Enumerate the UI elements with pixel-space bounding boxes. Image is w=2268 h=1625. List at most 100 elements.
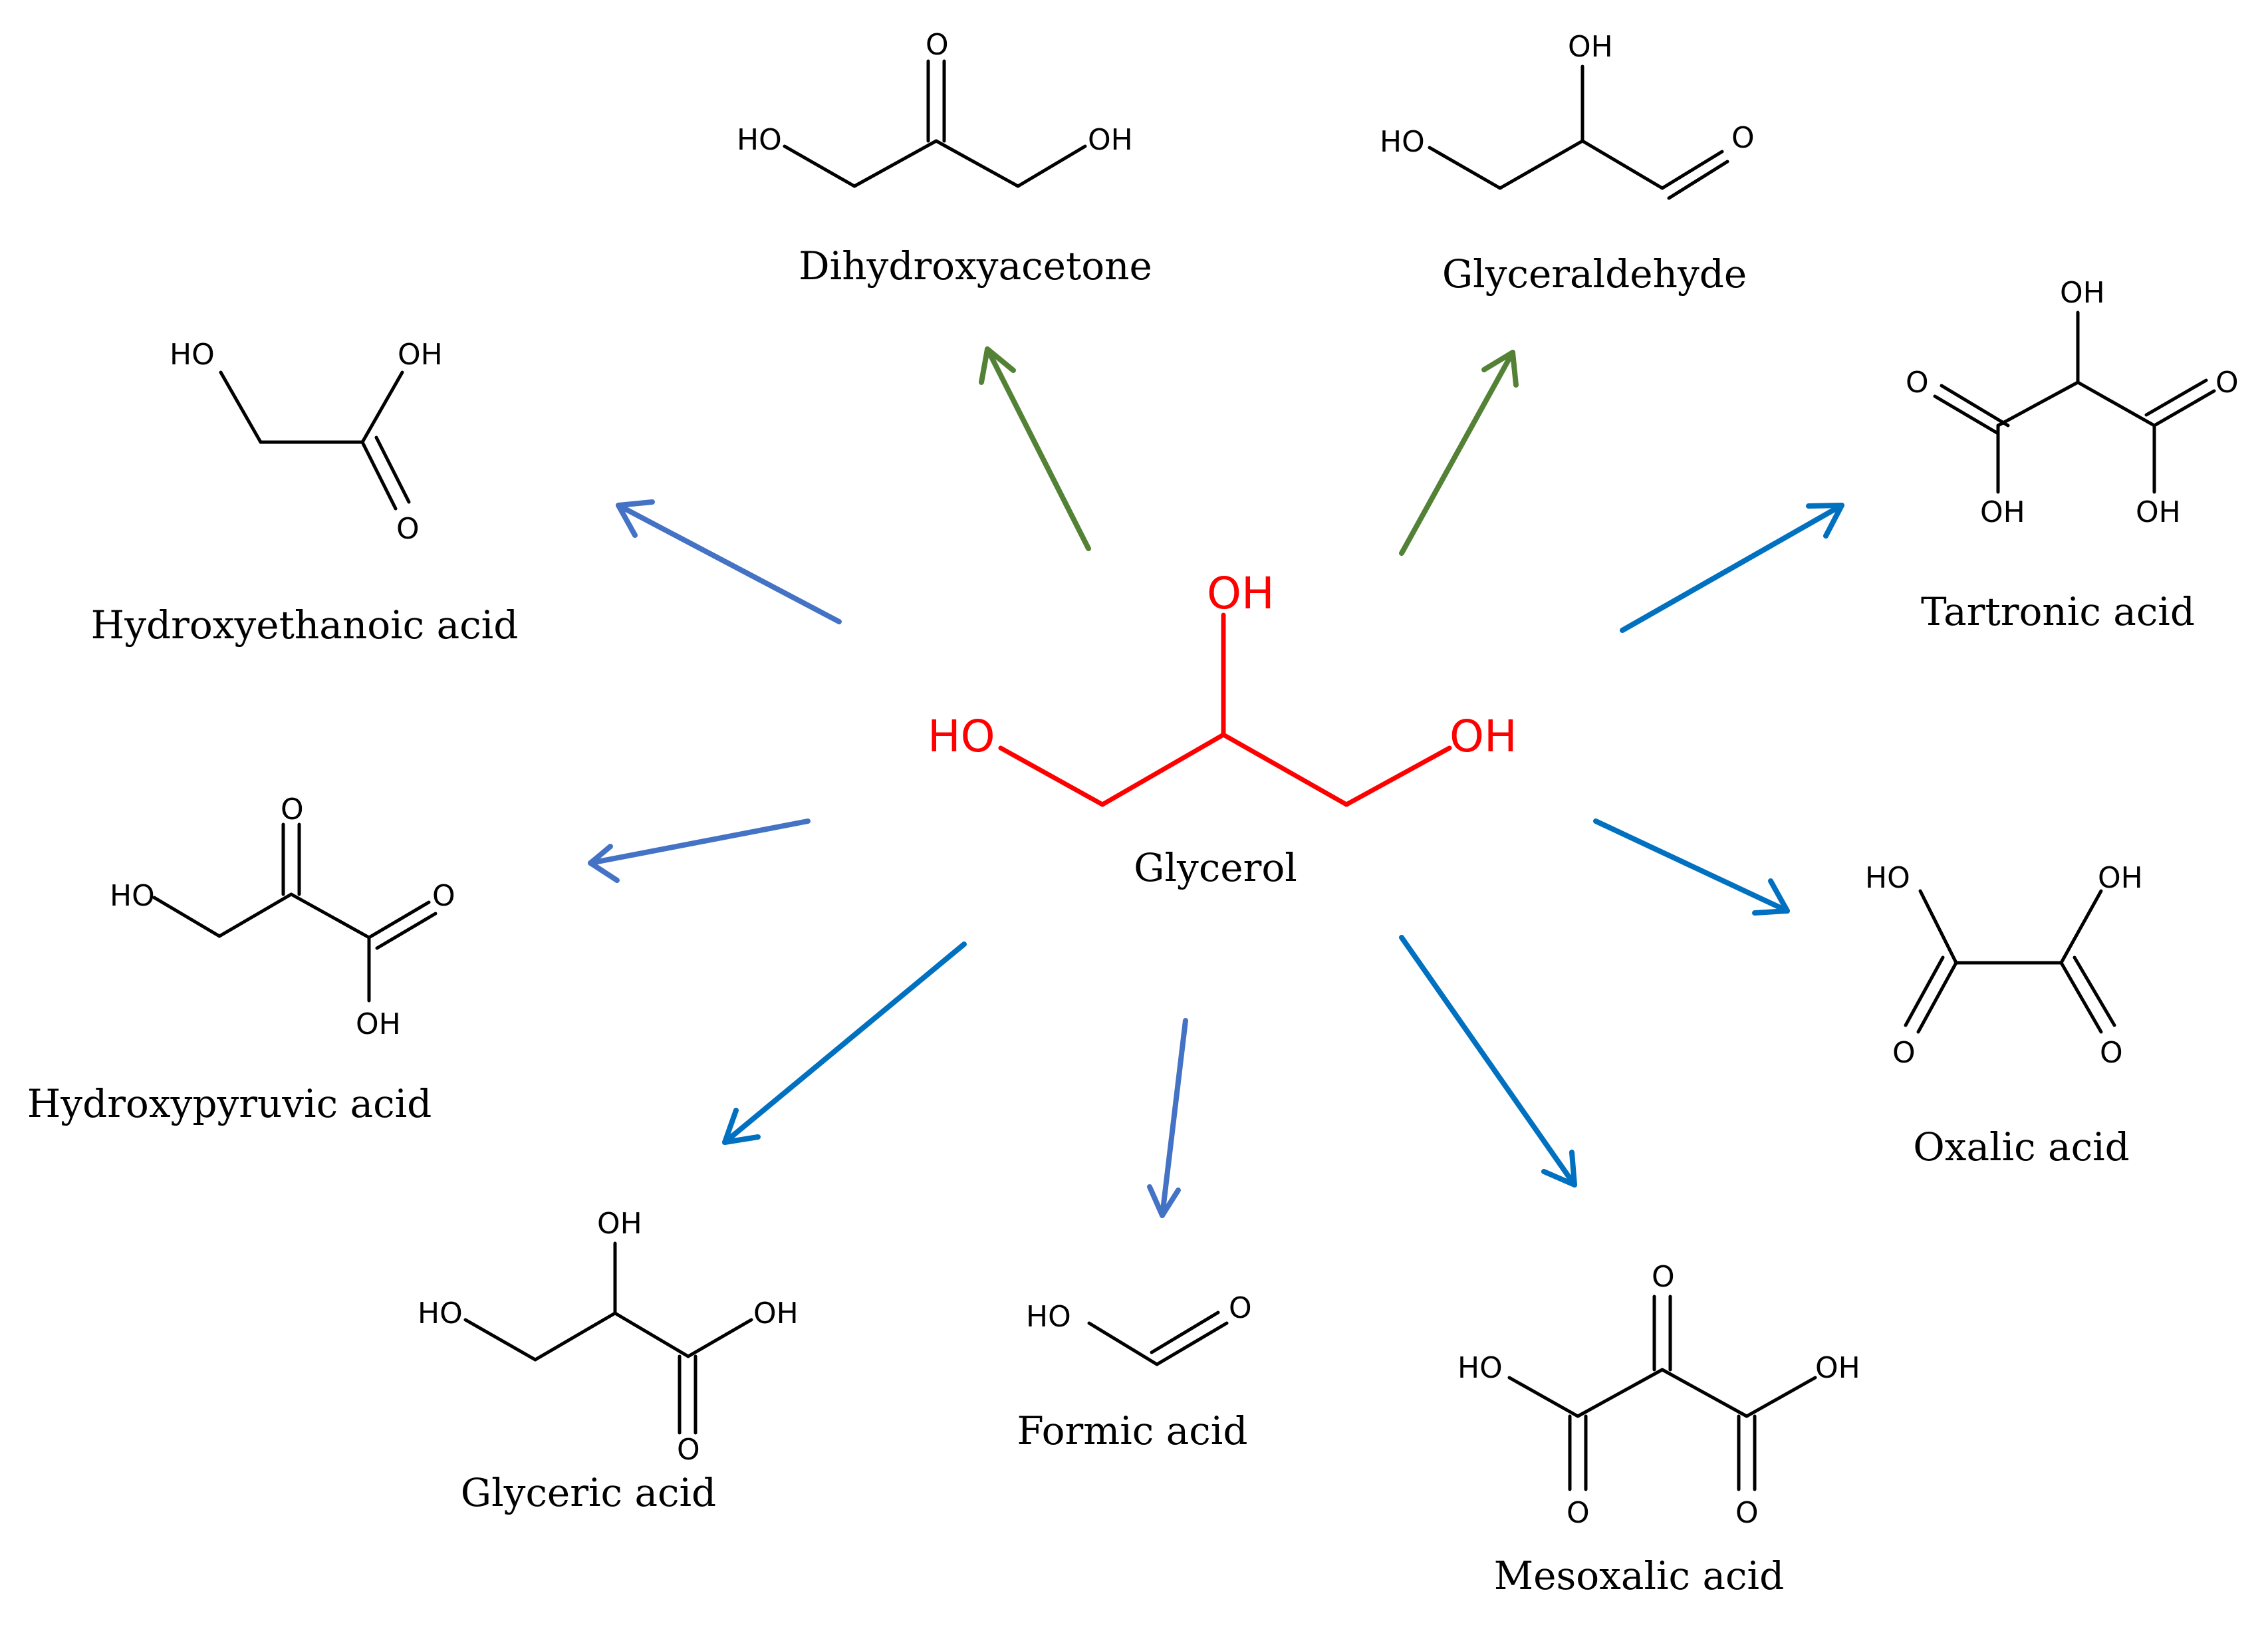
- arrowhead: [979, 346, 1016, 385]
- glyceraldehyde-label: Glyceraldehyde: [1442, 251, 1747, 297]
- atom-oh: OH: [1980, 495, 2025, 529]
- atom-o: O: [281, 793, 304, 826]
- atom-o: O: [1731, 121, 1755, 155]
- mesoxalic-acid-label: Mesoxalic acid: [1494, 1553, 1784, 1598]
- bond: [219, 370, 263, 444]
- arrow-to-hydroxypyruvic-acid: [588, 818, 811, 883]
- bond: [1940, 384, 2010, 428]
- bond: [1507, 1376, 1580, 1418]
- atom-o: O: [432, 879, 455, 913]
- atom-o: O: [1229, 1291, 1252, 1325]
- atom-ho: HO: [170, 338, 215, 372]
- arrow-to-hydroxyethanoic-acid: [616, 499, 842, 624]
- arrow-shaft: [616, 503, 842, 624]
- arrow-shaft: [1593, 818, 1790, 914]
- bond: [2059, 961, 2103, 1034]
- atom-ho: HO: [737, 123, 782, 157]
- bond: [2059, 889, 2103, 965]
- bond: [1576, 1368, 1664, 1418]
- bond: [2073, 955, 2116, 1027]
- bond: [2076, 380, 2156, 428]
- arrow-shaft: [1399, 935, 1577, 1188]
- arrow-to-glyceric-acid: [722, 941, 967, 1145]
- bond: [1016, 144, 1087, 188]
- bond: [1918, 889, 1958, 965]
- bond: [1155, 1321, 1229, 1366]
- atom-o: O: [677, 1433, 700, 1467]
- tartronic-acid-structure: OH O O OH OH: [1906, 276, 2239, 529]
- arrow-to-glyceraldehyde: [1399, 350, 1519, 556]
- atom-oh: OH: [356, 1007, 401, 1041]
- glyceric-acid-label: Glyceric acid: [461, 1470, 716, 1515]
- bond: [686, 1318, 753, 1358]
- glycerol-oh-top: OH: [1207, 568, 1275, 619]
- bond: [2144, 378, 2208, 417]
- glycerol-bond: [998, 745, 1105, 807]
- hydroxypyruvic-acid-label: Hydroxypyruvic acid: [27, 1081, 432, 1126]
- bond: [934, 139, 1020, 188]
- atom-o: O: [2215, 366, 2239, 400]
- bond: [613, 1311, 690, 1358]
- glycerol-structure: HO OH OH: [928, 568, 1517, 807]
- bond: [360, 440, 398, 511]
- dihydroxyacetone-label: Dihydroxyacetone: [799, 243, 1152, 289]
- atom-oh: OH: [2060, 276, 2105, 310]
- bond: [783, 144, 856, 188]
- formic-acid-label: Formic acid: [1017, 1408, 1248, 1453]
- atom-o: O: [1892, 1036, 1916, 1070]
- arrowhead: [1481, 350, 1519, 388]
- formic-acid-structure: HO O: [1026, 1291, 1252, 1366]
- arrowhead: [588, 844, 620, 883]
- atom-o: O: [1906, 366, 1929, 400]
- arrow-to-formic-acid: [1147, 1018, 1188, 1218]
- bond: [463, 1318, 537, 1362]
- bond: [1996, 380, 2080, 428]
- bond: [1933, 394, 2000, 436]
- arrow-to-mesoxalic-acid: [1399, 935, 1577, 1188]
- bond: [1087, 1321, 1159, 1366]
- bond: [1580, 139, 1664, 190]
- arrow-to-oxalic-acid: [1593, 818, 1790, 916]
- glycerol-bond: [1100, 732, 1226, 807]
- bond: [1667, 160, 1729, 200]
- bond: [367, 900, 431, 939]
- atom-o: O: [1735, 1496, 1759, 1530]
- arrow-to-tartronic-acid: [1620, 503, 1844, 633]
- atom-oh: OH: [2136, 495, 2181, 529]
- bond: [1916, 961, 1958, 1034]
- arrowhead: [1752, 878, 1790, 916]
- glycerol-oh-right: OH: [1449, 711, 1517, 762]
- glycerol-bond: [1344, 745, 1452, 807]
- atom-oh: OH: [1088, 123, 1133, 157]
- arrow-shaft: [1160, 1018, 1188, 1218]
- arrow-shaft: [985, 346, 1091, 551]
- tartronic-acid-label: Tartronic acid: [1921, 589, 2195, 634]
- atom-o: O: [2100, 1036, 2123, 1070]
- bond: [1904, 955, 1945, 1027]
- oxalic-acid-structure: HO OH O O: [1865, 861, 2143, 1070]
- arrow-to-dihydroxyacetone: [979, 346, 1091, 551]
- arrow-shaft: [1399, 350, 1515, 556]
- arrow-shaft: [722, 941, 967, 1145]
- arrowhead: [1541, 1150, 1577, 1188]
- glycerol-bond: [1221, 732, 1349, 807]
- hydroxyethanoic-acid-label: Hydroxyethanoic acid: [91, 602, 519, 648]
- arrowhead: [1806, 503, 1844, 539]
- glycerol-label: Glycerol: [1134, 845, 1297, 890]
- hydroxyethanoic-acid-structure: HO OH O: [170, 338, 443, 546]
- bond: [1498, 139, 1584, 190]
- bond: [852, 139, 938, 188]
- atom-ho: HO: [1865, 861, 1910, 895]
- bond: [1660, 150, 1724, 190]
- atom-ho: HO: [418, 1297, 463, 1330]
- atom-oh: OH: [2098, 861, 2143, 895]
- glyceric-acid-structure: HO OH OH O: [418, 1207, 799, 1467]
- glycerol-ho-left: HO: [928, 711, 995, 762]
- bond: [360, 370, 404, 444]
- atom-ho: HO: [1026, 1300, 1071, 1334]
- bond: [1660, 1368, 1749, 1418]
- arrow-shaft: [1620, 503, 1844, 633]
- bond: [533, 1311, 617, 1362]
- bond: [375, 912, 438, 950]
